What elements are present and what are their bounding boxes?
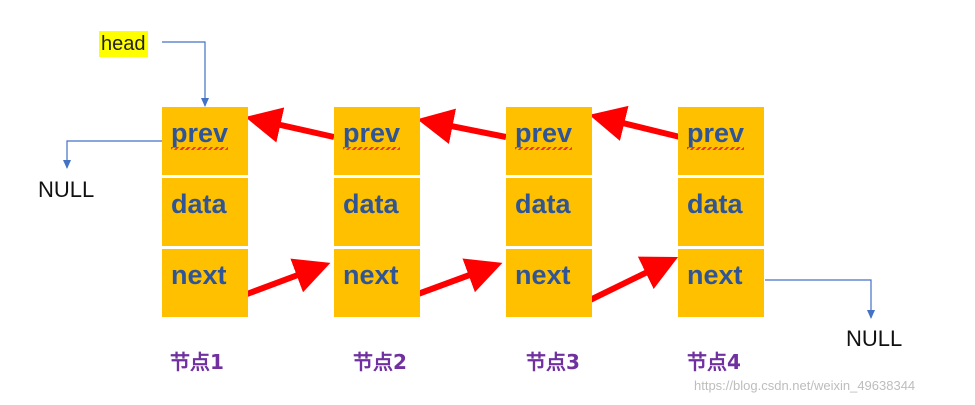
node-data-cell: data bbox=[506, 178, 592, 246]
data-field-label: data bbox=[171, 189, 227, 219]
node-data-cell: data bbox=[678, 178, 764, 246]
node-1: prev data next bbox=[162, 107, 248, 317]
next-field-label: next bbox=[515, 260, 571, 290]
node-4: prev data next bbox=[678, 107, 764, 317]
next-arrow-1-to-2 bbox=[245, 258, 331, 297]
null-right-connector bbox=[765, 279, 875, 319]
node-2: prev data next bbox=[334, 107, 420, 317]
next-arrow-3-to-4 bbox=[584, 256, 679, 305]
node-2-caption: 节点2 bbox=[353, 350, 407, 374]
null-left-connector bbox=[63, 140, 162, 169]
data-field-label: data bbox=[515, 189, 571, 219]
node-3: prev data next bbox=[506, 107, 592, 317]
prev-arrow-2-to-1 bbox=[245, 107, 335, 143]
prev-arrow-4-to-3 bbox=[589, 105, 681, 141]
node-prev-cell: prev bbox=[162, 107, 248, 175]
null-left-label: NULL bbox=[38, 177, 95, 202]
node-prev-cell: prev bbox=[334, 107, 420, 175]
prev-field-label: prev bbox=[515, 107, 573, 159]
next-field-label: next bbox=[343, 260, 399, 290]
node-next-cell: next bbox=[162, 249, 248, 317]
node-prev-cell: prev bbox=[678, 107, 764, 175]
prev-field-label: prev bbox=[171, 107, 229, 159]
node-data-cell: data bbox=[162, 178, 248, 246]
node-next-cell: next bbox=[678, 249, 764, 317]
head-label: head bbox=[99, 31, 148, 57]
node-next-cell: next bbox=[506, 249, 592, 317]
node-3-caption: 节点3 bbox=[526, 350, 580, 374]
data-field-label: data bbox=[343, 189, 399, 219]
node-prev-cell: prev bbox=[506, 107, 592, 175]
node-data-cell: data bbox=[334, 178, 420, 246]
next-field-label: next bbox=[171, 260, 227, 290]
watermark-url: https://blog.csdn.net/weixin_49638344 bbox=[694, 378, 916, 393]
null-right-label: NULL bbox=[846, 326, 903, 351]
next-arrow-2-to-3 bbox=[416, 258, 503, 297]
prev-field-label: prev bbox=[343, 107, 401, 159]
data-field-label: data bbox=[687, 189, 743, 219]
prev-arrow-3-to-2 bbox=[417, 108, 507, 144]
node-4-caption: 节点4 bbox=[687, 350, 741, 374]
node-next-cell: next bbox=[334, 249, 420, 317]
head-pointer-line bbox=[162, 41, 209, 107]
next-field-label: next bbox=[687, 260, 743, 290]
node-1-caption: 节点1 bbox=[170, 350, 224, 374]
prev-field-label: prev bbox=[687, 107, 745, 159]
